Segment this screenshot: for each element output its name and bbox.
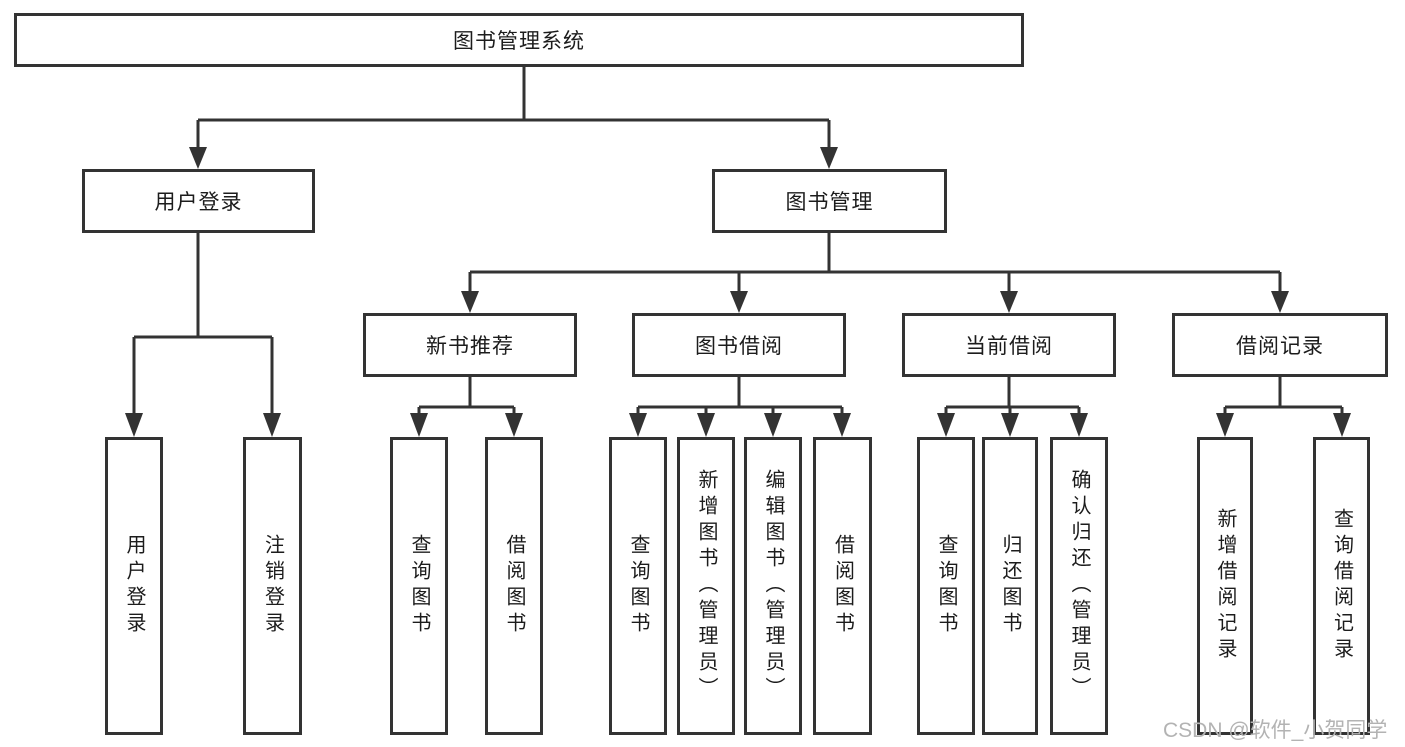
- node-book-borrow: 图书借阅: [632, 313, 846, 377]
- leaf-user-login: 用户登录: [105, 437, 163, 735]
- arrowhead-down-icon: [461, 291, 479, 313]
- leaf-query-books-current: 查询图书: [917, 437, 975, 735]
- node-label: 用户登录: [154, 191, 243, 214]
- arrowhead-down-icon: [1271, 291, 1289, 313]
- arrowhead-down-icon: [1070, 413, 1088, 437]
- node-book-management: 图书管理: [712, 169, 947, 233]
- arrowhead-down-icon: [629, 413, 647, 437]
- arrowheads: [125, 147, 1351, 437]
- leaf-logout: 注销登录: [243, 437, 302, 735]
- connector-new-book-branch: [417, 377, 516, 415]
- arrowhead-down-icon: [937, 413, 955, 437]
- arrowhead-down-icon: [505, 413, 523, 437]
- leaf-label: 查询图书: [935, 534, 957, 638]
- node-user-login: 用户登录: [82, 169, 315, 233]
- arrowhead-down-icon: [697, 413, 715, 437]
- leaf-query-books-recommend: 查询图书: [390, 437, 448, 735]
- leaf-label: 注销登录: [261, 534, 284, 638]
- connector-borrow-records-branch: [1223, 377, 1344, 415]
- leaf-label: 借阅图书: [503, 534, 525, 638]
- leaf-label: 借阅图书: [831, 534, 854, 638]
- node-label: 当前借阅: [965, 335, 1053, 358]
- connector-book-borrow-branch: [636, 377, 844, 415]
- arrowhead-down-icon: [730, 291, 748, 313]
- connector-current-borrow-branch: [944, 377, 1081, 415]
- leaf-query-borrow-record: 查询借阅记录: [1313, 437, 1370, 735]
- arrowhead-down-icon: [820, 147, 838, 169]
- leaf-label: 确认归还（管理员）: [1068, 469, 1090, 703]
- arrowhead-down-icon: [263, 413, 281, 437]
- leaf-label: 查询图书: [408, 534, 430, 638]
- leaf-label: 编辑图书（管理员）: [762, 469, 784, 703]
- leaf-label: 新增借阅记录: [1214, 508, 1236, 664]
- leaf-add-borrow-record: 新增借阅记录: [1197, 437, 1253, 735]
- leaf-label: 用户登录: [123, 534, 145, 638]
- arrowhead-down-icon: [410, 413, 428, 437]
- csdn-watermark: CSDN @软件_小贺同学: [1163, 719, 1388, 742]
- leaf-borrow-books-recommend: 借阅图书: [485, 437, 543, 735]
- arrowhead-down-icon: [1333, 413, 1351, 437]
- node-label: 图书管理系统: [453, 30, 585, 53]
- node-label: 新书推荐: [426, 335, 514, 358]
- connector-book-management-branch: [468, 233, 1282, 291]
- arrowhead-down-icon: [125, 413, 143, 437]
- node-root-library-management-system: 图书管理系统: [14, 13, 1024, 67]
- node-label: 图书管理: [785, 191, 874, 214]
- leaf-borrow-books: 借阅图书: [813, 437, 872, 735]
- node-label: 借阅记录: [1236, 335, 1324, 358]
- node-current-borrow: 当前借阅: [902, 313, 1116, 377]
- node-borrow-records: 借阅记录: [1172, 313, 1388, 377]
- leaf-label: 新增图书（管理员）: [695, 469, 717, 703]
- arrowhead-down-icon: [764, 413, 782, 437]
- arrowhead-down-icon: [1001, 413, 1019, 437]
- leaf-confirm-return-admin: 确认归还（管理员）: [1050, 437, 1108, 735]
- connector-user-login-branch: [132, 233, 274, 415]
- node-label: 图书借阅: [695, 335, 783, 358]
- arrowhead-down-icon: [1000, 291, 1018, 313]
- node-new-book-recommend: 新书推荐: [363, 313, 577, 377]
- leaf-add-books-admin: 新增图书（管理员）: [677, 437, 735, 735]
- leaf-label: 归还图书: [999, 534, 1021, 638]
- arrowhead-down-icon: [189, 147, 207, 169]
- leaf-edit-books-admin: 编辑图书（管理员）: [744, 437, 802, 735]
- leaf-query-books-borrow: 查询图书: [609, 437, 667, 735]
- arrowhead-down-icon: [833, 413, 851, 437]
- leaf-label: 查询借阅记录: [1330, 508, 1353, 664]
- leaf-label: 查询图书: [627, 534, 649, 638]
- arrowhead-down-icon: [1216, 413, 1234, 437]
- connector-root-branch: [196, 67, 831, 147]
- leaf-return-books: 归还图书: [982, 437, 1038, 735]
